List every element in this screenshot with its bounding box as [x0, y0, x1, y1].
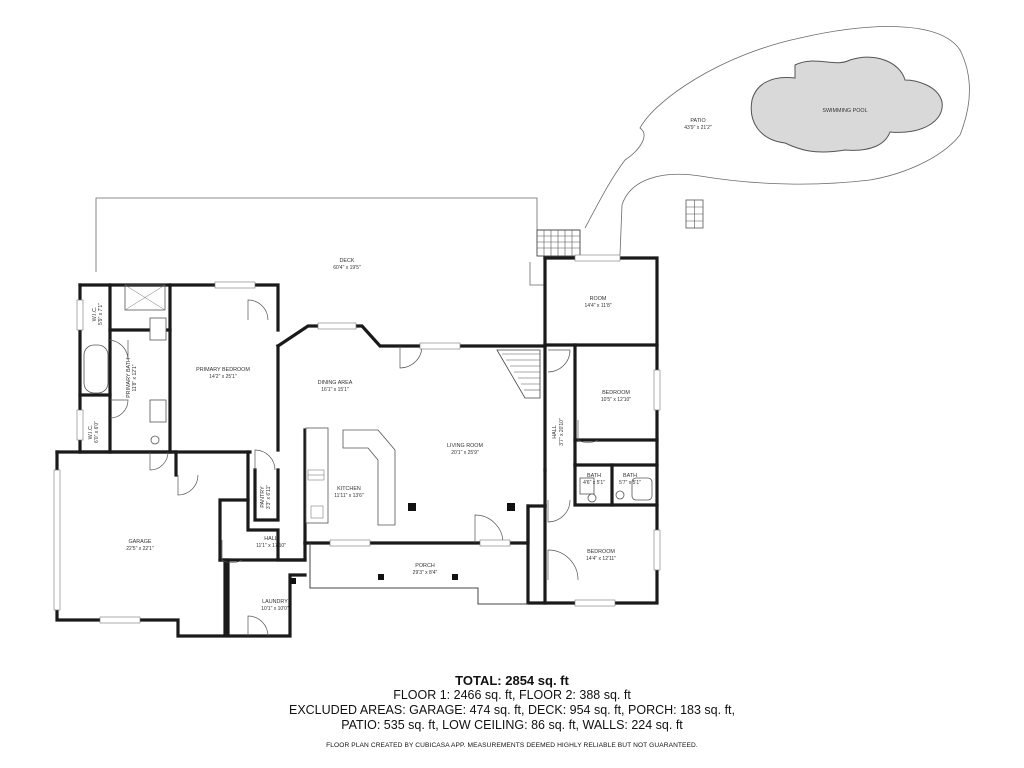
kitchen-label: KITCHEN: [337, 486, 361, 492]
bath-a-label: BATH: [587, 473, 601, 479]
excluded-areas-line2: PATIO: 535 sq. ft, LOW CEILING: 86 sq. f…: [341, 718, 683, 732]
kitchen-counters: [305, 427, 396, 526]
wic2-dims: 6'0" x 6'0": [94, 421, 100, 443]
bath-a-dims: 4'6" x 5'1": [583, 480, 605, 486]
bath-b-dims: 5'7" x 5'1": [619, 480, 641, 486]
porch-dims: 29'3" x 8'4": [413, 570, 438, 576]
pantry-dims: 3'3" x 6'11": [266, 485, 272, 509]
dining-dims: 16'1" x 15'1": [321, 387, 349, 393]
bedroom1-label: BEDROOM: [602, 390, 630, 396]
living-dims: 20'1" x 25'9": [451, 450, 479, 456]
porch-label: PORCH: [415, 563, 435, 569]
deck-dims: 60'4" x 19'5": [333, 265, 361, 271]
hall-right-dims: 3'7" x 20'10": [559, 418, 565, 446]
patio-label: PATIO: [690, 118, 705, 124]
wic1-dims: 5'9" x 7'1": [98, 303, 104, 325]
room-label: ROOM: [590, 296, 607, 302]
bedroom1-dims: 10'5" x 12'10": [601, 397, 631, 403]
garage-label: GARAGE: [128, 539, 151, 545]
porch-outline: [309, 543, 528, 605]
laundry-dims: 10'1" x 10'0": [261, 606, 289, 612]
patio-steps: [685, 199, 704, 229]
interior-stairs: [496, 349, 541, 399]
hall-right-label: HALL: [552, 425, 558, 439]
patio-dims: 43'9" x 21'2": [684, 125, 712, 131]
floor-areas: FLOOR 1: 2466 sq. ft, FLOOR 2: 388 sq. f…: [393, 688, 631, 702]
total-area: TOTAL: 2854 sq. ft: [455, 673, 569, 688]
bedroom2-dims: 14'4" x 12'11": [586, 556, 616, 562]
doors: [107, 299, 599, 637]
bath-fixtures: [83, 284, 653, 503]
living-column-1: [408, 503, 416, 511]
living-label: LIVING ROOM: [447, 443, 483, 449]
primary-bedroom-label: PRIMARY BEDROOM: [196, 367, 250, 373]
bath-b-label: BATH: [623, 473, 637, 479]
hall-main-dims: 11'1" x 17'10": [256, 543, 286, 549]
bedroom2-label: BEDROOM: [587, 549, 615, 555]
dining-label: DINING AREA: [318, 380, 353, 386]
pantry-label: PANTRY: [260, 486, 266, 508]
swimming-pool: [750, 56, 943, 153]
porch-column-3: [290, 578, 296, 584]
excluded-areas-line1: EXCLUDED AREAS: GARAGE: 474 sq. ft, DECK…: [288, 703, 735, 717]
deck-outline: [95, 197, 580, 286]
kitchen-dims: 11'11" x 13'6": [334, 493, 364, 499]
laundry-label: LAUNDRY: [262, 599, 288, 605]
living-column-2: [507, 503, 515, 511]
pool-label: SWIMMING POOL: [822, 108, 867, 114]
windows: [53, 254, 661, 624]
deck-label: DECK: [340, 258, 355, 264]
patio-outline: [584, 26, 970, 256]
room-dims: 14'4" x 11'8": [584, 303, 611, 309]
primary-bath-label: PRIMARY BATH: [126, 358, 132, 398]
garage-dims: 22'5" x 22'1": [126, 546, 154, 552]
porch-column-1: [378, 574, 384, 580]
primary-bath-dims: 11'8" x 12'1": [132, 364, 138, 391]
primary-bedroom-dims: 14'2" x 25'1": [209, 374, 237, 380]
disclaimer: FLOOR PLAN CREATED BY CUBICASA APP. MEAS…: [326, 742, 698, 749]
wic1-label: W.I.C.: [92, 307, 98, 322]
hall-main-label: HALL: [264, 536, 278, 542]
wic2-label: W.I.C.: [88, 425, 94, 440]
porch-column-2: [452, 574, 458, 580]
deck-stairs: [536, 229, 581, 257]
